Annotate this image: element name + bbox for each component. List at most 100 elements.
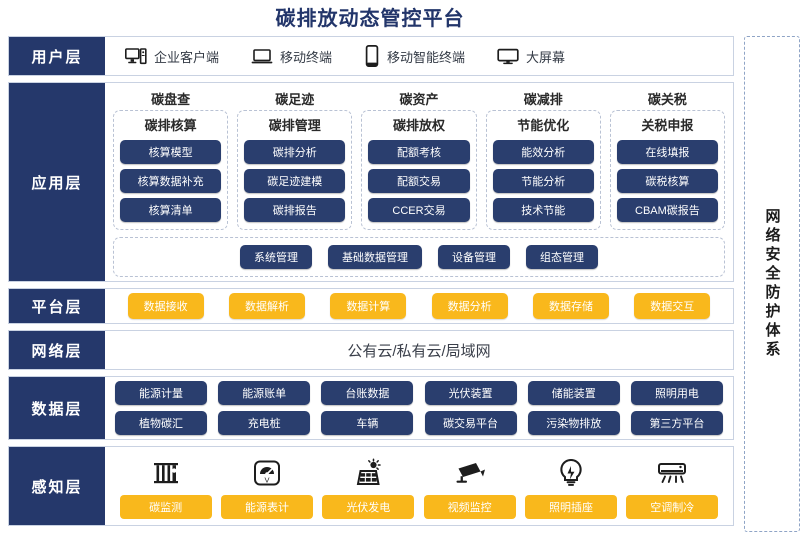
application-layer-body: 碳盘查 碳排核算 核算模型 核算数据补充 核算清单 碳足迹 碳排管理 碳排分析 — [105, 83, 733, 281]
app-column-subhead: 节能优化 — [517, 118, 570, 133]
app-column-box: 关税申报 在线填报 碳税核算 CBAM碳报告 — [609, 110, 726, 230]
app-item[interactable]: 核算清单 — [120, 198, 222, 222]
platform-item[interactable]: 数据计算 — [330, 293, 407, 319]
app-item[interactable]: CCER交易 — [368, 198, 470, 222]
monitor-icon — [497, 48, 519, 65]
sensing-item-air-conditioning[interactable]: 空调制冷 — [624, 454, 720, 519]
cctv-camera-icon — [454, 454, 486, 488]
app-item[interactable]: 配额交易 — [368, 169, 470, 193]
app-item[interactable]: 在线填报 — [616, 140, 719, 164]
data-item[interactable]: 台账数据 — [321, 381, 414, 405]
app-item[interactable]: 能效分析 — [492, 140, 594, 164]
device-label: 大屏幕 — [526, 49, 566, 65]
app-column-box: 碳排管理 碳排分析 碳足迹建模 碳排报告 — [237, 110, 353, 230]
app-item[interactable]: 碳税核算 — [616, 169, 719, 193]
sensing-item-lighting-socket[interactable]: 照明插座 — [523, 454, 619, 519]
user-layer-devices: 企业客户端 移动终端 — [105, 37, 733, 75]
app-item[interactable]: 碳排分析 — [244, 140, 346, 164]
application-columns: 碳盘查 碳排核算 核算模型 核算数据补充 核算清单 碳足迹 碳排管理 碳排分析 — [113, 89, 726, 230]
device-label: 移动智能终端 — [387, 49, 466, 65]
application-management-group: 系统管理 基础数据管理 设备管理 组态管理 — [113, 237, 725, 277]
network-layer-body: 公有云/私有云/局域网 — [105, 331, 733, 369]
network-security-band: 网络安全防护体系 — [744, 36, 800, 532]
layer-label-user: 用户层 — [9, 37, 105, 75]
carbon-sensor-icon — [151, 454, 181, 488]
data-item[interactable]: 车辆 — [321, 411, 414, 435]
layer-label-data: 数据层 — [9, 377, 105, 439]
app-column-subhead: 关税申报 — [641, 118, 694, 133]
platform-item[interactable]: 数据接收 — [127, 293, 204, 319]
app-column-subhead: 碳排核算 — [144, 118, 197, 133]
layer-row-platform: 平台层 数据接收 数据解析 数据计算 数据分析 数据存储 数据交互 — [8, 288, 734, 324]
sensing-item-label: 光伏发电 — [322, 494, 415, 519]
app-item[interactable]: 技术节能 — [492, 198, 594, 222]
data-item[interactable]: 储能装置 — [527, 381, 620, 405]
layer-label-platform: 平台层 — [9, 289, 105, 323]
air-conditioner-icon — [656, 454, 688, 488]
data-item[interactable]: 第三方平台 — [630, 411, 723, 435]
app-management-item[interactable]: 设备管理 — [438, 245, 510, 269]
app-item[interactable]: 节能分析 — [492, 169, 594, 193]
device-large-screen[interactable]: 大屏幕 — [485, 47, 577, 66]
sensing-item-carbon-monitor[interactable]: 碳监测 — [118, 454, 214, 519]
device-smart-mobile-terminal[interactable]: 移动智能终端 — [352, 45, 477, 67]
solar-panel-icon — [353, 454, 383, 488]
sensing-item-solar-power[interactable]: 光伏发电 — [320, 454, 416, 519]
data-item[interactable]: 充电桩 — [218, 411, 311, 435]
layer-label-application: 应用层 — [9, 83, 105, 281]
app-item[interactable]: 核算数据补充 — [120, 169, 222, 193]
layer-label-sensing: 感知层 — [9, 447, 105, 525]
data-item[interactable]: 光伏装置 — [424, 381, 517, 405]
app-management-item[interactable]: 系统管理 — [240, 245, 312, 269]
data-item[interactable]: 能源账单 — [218, 381, 311, 405]
sensing-item-label: 空调制冷 — [626, 494, 719, 519]
sensing-layer-body: 碳监测 V 能源表计 — [105, 447, 733, 525]
data-item[interactable]: 植物碳汇 — [115, 411, 207, 435]
sensing-item-video-surveillance[interactable]: 视频监控 — [422, 454, 518, 519]
app-item[interactable]: 核算模型 — [120, 140, 222, 164]
platform-item[interactable]: 数据交互 — [634, 293, 711, 319]
data-item[interactable]: 碳交易平台 — [424, 411, 517, 435]
app-column-carbon-asset: 碳资产 碳排放权 配额考核 配额交易 CCER交易 — [361, 89, 477, 230]
network-security-label: 网络安全防护体系 — [763, 208, 781, 360]
data-layer-row-2: 植物碳汇 充电桩 车辆 碳交易平台 污染物排放 第三方平台 — [115, 411, 723, 435]
sensing-item-label: 照明插座 — [524, 494, 617, 519]
app-column-carbon-tariff: 碳关税 关税申报 在线填报 碳税核算 CBAM碳报告 — [609, 89, 726, 230]
sensing-item-energy-meter[interactable]: V 能源表计 — [219, 454, 315, 519]
sensing-item-label: 碳监测 — [119, 494, 212, 519]
device-mobile-terminal[interactable]: 移动终端 — [239, 47, 344, 66]
data-layer-body: 能源计量 能源账单 台账数据 光伏装置 储能装置 照明用电 植物碳汇 充电桩 车… — [105, 377, 733, 439]
app-column-box: 节能优化 能效分析 节能分析 技术节能 — [485, 110, 601, 230]
desktop-pc-icon — [125, 47, 147, 65]
layer-label-network: 网络层 — [9, 331, 105, 369]
app-column-subhead: 碳排放权 — [393, 118, 446, 133]
app-column-head: 碳关税 — [647, 92, 687, 107]
sensing-item-label: 视频监控 — [423, 494, 516, 519]
app-management-item[interactable]: 组态管理 — [526, 245, 598, 269]
app-item[interactable]: 碳排报告 — [244, 198, 346, 222]
app-column-carbon-reduction: 碳减排 节能优化 能效分析 节能分析 技术节能 — [485, 89, 601, 230]
app-column-head: 碳资产 — [399, 92, 439, 107]
app-management-item[interactable]: 基础数据管理 — [328, 245, 422, 269]
app-column-box: 碳排核算 核算模型 核算数据补充 核算清单 — [113, 110, 229, 230]
page-title: 碳排放动态管控平台 — [275, 8, 465, 30]
platform-item[interactable]: 数据分析 — [431, 293, 508, 319]
platform-item[interactable]: 数据存储 — [532, 293, 609, 319]
data-item[interactable]: 污染物排放 — [527, 411, 620, 435]
device-enterprise-client[interactable]: 企业客户端 — [113, 47, 231, 66]
app-item[interactable]: CBAM碳报告 — [616, 198, 719, 222]
data-item[interactable]: 照明用电 — [630, 381, 723, 405]
app-item[interactable]: 配额考核 — [368, 140, 470, 164]
platform-layer-items: 数据接收 数据解析 数据计算 数据分析 数据存储 数据交互 — [105, 289, 733, 323]
laptop-icon — [251, 48, 273, 65]
gauge-meter-icon: V — [252, 454, 282, 488]
platform-item[interactable]: 数据解析 — [228, 293, 305, 319]
app-item[interactable]: 碳足迹建模 — [244, 169, 346, 193]
layer-row-sensing: 感知层 碳监测 — [8, 446, 734, 526]
app-column-carbon-footprint: 碳足迹 碳排管理 碳排分析 碳足迹建模 碳排报告 — [237, 89, 353, 230]
layer-row-application: 应用层 碳盘查 碳排核算 核算模型 核算数据补充 核算清单 碳足迹 — [8, 82, 734, 282]
layer-row-data: 数据层 能源计量 能源账单 台账数据 光伏装置 储能装置 照明用电 植物碳汇 充… — [8, 376, 734, 440]
device-label: 移动终端 — [280, 49, 333, 65]
data-item[interactable]: 能源计量 — [115, 381, 207, 405]
app-column-head: 碳足迹 — [275, 92, 315, 107]
